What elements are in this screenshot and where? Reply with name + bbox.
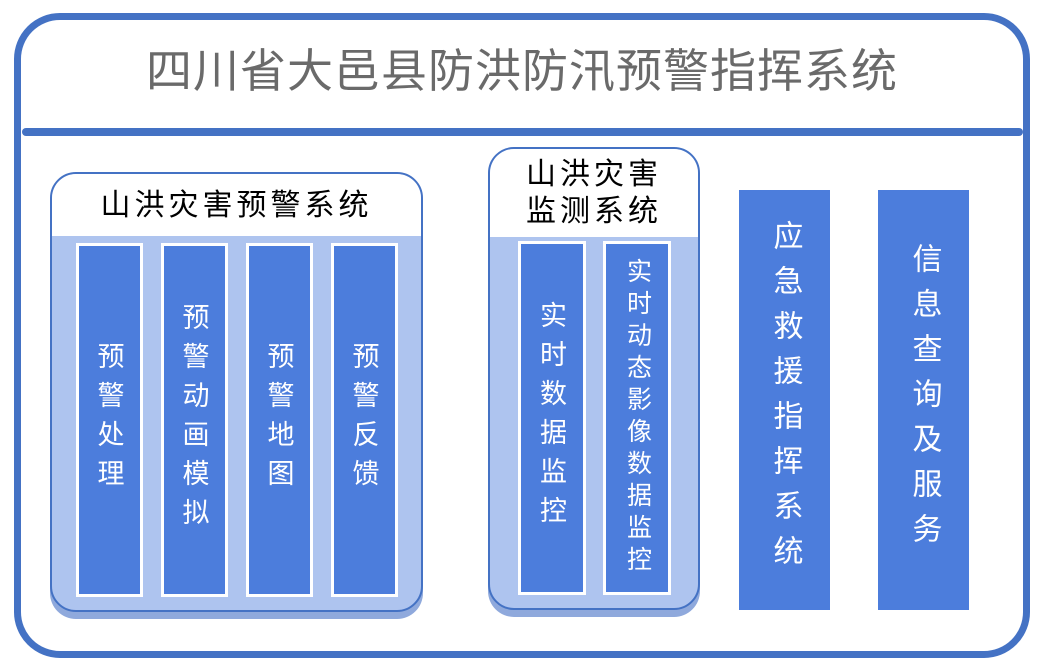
module-bar-warning-processing: 预警处理 — [75, 243, 143, 597]
monitoring-system-group-body: 实时数据监控 实时动态影像数据监控 — [490, 237, 698, 608]
module-bar-information-query-service: 信息查询及服务 — [878, 190, 969, 610]
module-label-warning-animation-simulation: 预警动画模拟 — [178, 303, 209, 537]
module-bar-realtime-data-monitoring: 实时数据监控 — [517, 241, 586, 595]
module-label-emergency-rescue-command-system: 应急救援指挥系统 — [768, 220, 802, 580]
monitoring-system-group: 山洪灾害 监测系统 实时数据监控 实时动态影像数据监控 — [488, 147, 700, 610]
module-bar-realtime-video-data-monitoring: 实时动态影像数据监控 — [602, 241, 671, 595]
module-label-warning-processing: 预警处理 — [93, 342, 124, 498]
warning-system-group-title: 山洪灾害预警系统 — [52, 174, 421, 236]
module-label-realtime-data-monitoring: 实时数据监控 — [536, 301, 566, 535]
title-divider — [22, 128, 1023, 136]
monitoring-system-group-title: 山洪灾害 监测系统 — [490, 149, 698, 237]
module-bar-warning-feedback: 预警反馈 — [330, 243, 398, 597]
module-bar-warning-map: 预警地图 — [245, 243, 313, 597]
module-label-information-query-service: 信息查询及服务 — [907, 242, 941, 558]
warning-system-group: 山洪灾害预警系统 预警处理 预警动画模拟 预警地图 预警反馈 — [50, 172, 423, 612]
module-bar-warning-animation-simulation: 预警动画模拟 — [160, 243, 228, 597]
module-bar-emergency-rescue-command-system: 应急救援指挥系统 — [739, 190, 830, 610]
module-label-warning-map: 预警地图 — [263, 342, 294, 498]
system-title: 四川省大邑县防洪防汛预警指挥系统 — [146, 45, 898, 97]
warning-system-group-body: 预警处理 预警动画模拟 预警地图 预警反馈 — [52, 236, 421, 610]
module-label-warning-feedback: 预警反馈 — [348, 342, 379, 498]
module-label-realtime-video-data-monitoring: 实时动态影像数据监控 — [623, 258, 651, 578]
system-frame — [14, 13, 1030, 658]
